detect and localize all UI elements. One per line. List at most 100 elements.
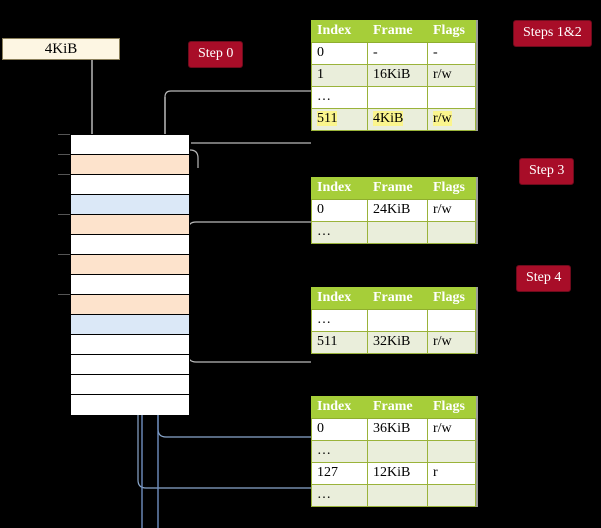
column-header-index: Index [311,20,368,43]
memory-row [71,135,189,155]
cell-index: … [311,484,368,507]
badge-step-3: Step 3 [519,158,575,185]
memory-row [71,315,189,335]
cell-flags [427,309,476,332]
cell-index: … [311,86,368,109]
cell-flags: r/w [427,199,476,222]
wire-l2a-row0 [187,221,311,248]
cell-frame [367,484,428,507]
badge-steps-1-2: Steps 1&2 [513,20,592,47]
memory-row [71,195,189,215]
column-header-index: Index [311,177,368,200]
cell-frame [367,221,428,244]
cell-flags [427,221,476,244]
cell-flags: r/w [427,418,476,441]
column-header-flags: Flags [427,396,476,419]
cell-flags [427,86,476,109]
memory-row [71,215,189,235]
memory-row [71,355,189,375]
cell-index: 0 [311,199,368,222]
cell-frame [367,309,428,332]
wire-l3-row127 [137,420,311,489]
cell-flags: r/w [427,108,476,131]
memory-tick [58,154,70,155]
memory-row [71,275,189,295]
column-header-frame: Frame [367,177,428,200]
column-header-flags: Flags [427,20,476,43]
memory-row [71,335,189,355]
table-row: … [311,440,476,463]
memory-row [71,175,189,195]
badge-step-0: Step 0 [188,41,244,68]
table-row: … [311,309,476,332]
memory-row [71,375,189,395]
memory-row [71,235,189,255]
cell-flags: r [427,462,476,485]
memory-row [71,155,189,175]
table-row: … [311,484,476,507]
badge-step-4: Step 4 [516,265,572,292]
memory-row [71,255,189,275]
column-header-index: Index [311,396,368,419]
cell-frame: 32KiB [367,331,428,354]
memory-tick [58,174,70,175]
cell-frame [367,86,428,109]
cell-flags: - [427,42,476,65]
cell-frame: 4KiB [367,108,428,131]
cell-frame: 12KiB [367,462,428,485]
table-row: 0-- [311,42,476,65]
cell-index: … [311,309,368,332]
cell-index: 511 [311,108,368,131]
memory-row [71,295,189,315]
wire-mem-curve-a [189,149,199,168]
memory-tick [58,254,70,255]
memory-row [71,395,189,415]
table-row: … [311,221,476,244]
cell-flags: r/w [427,331,476,354]
column-header-frame: Frame [367,287,428,310]
cell-index: 0 [311,42,368,65]
cell-index: 511 [311,331,368,354]
page-size-box: 4KiB [2,38,120,60]
column-header-flags: Flags [427,177,476,200]
cell-frame: 24KiB [367,199,428,222]
cell-flags [427,484,476,507]
wire-l2b-row511 [187,300,311,363]
column-header-flags: Flags [427,287,476,310]
cell-index: … [311,440,368,463]
cell-frame: 36KiB [367,418,428,441]
column-header-frame: Frame [367,20,428,43]
memory-tick [58,294,70,295]
memory-tick [58,134,70,135]
cell-flags [427,440,476,463]
wire-l1-row1 [164,90,311,150]
cell-index: 127 [311,462,368,485]
cell-frame: - [367,42,428,65]
memory-tick [58,214,70,215]
cell-index: … [311,221,368,244]
cell-index: 0 [311,418,368,441]
column-header-index: Index [311,287,368,310]
column-header-frame: Frame [367,396,428,419]
table-row: … [311,86,476,109]
cell-frame: 16KiB [367,64,428,87]
cell-index: 1 [311,64,368,87]
cell-flags: r/w [427,64,476,87]
cell-frame [367,440,428,463]
page-size-label: 4KiB [44,40,78,57]
